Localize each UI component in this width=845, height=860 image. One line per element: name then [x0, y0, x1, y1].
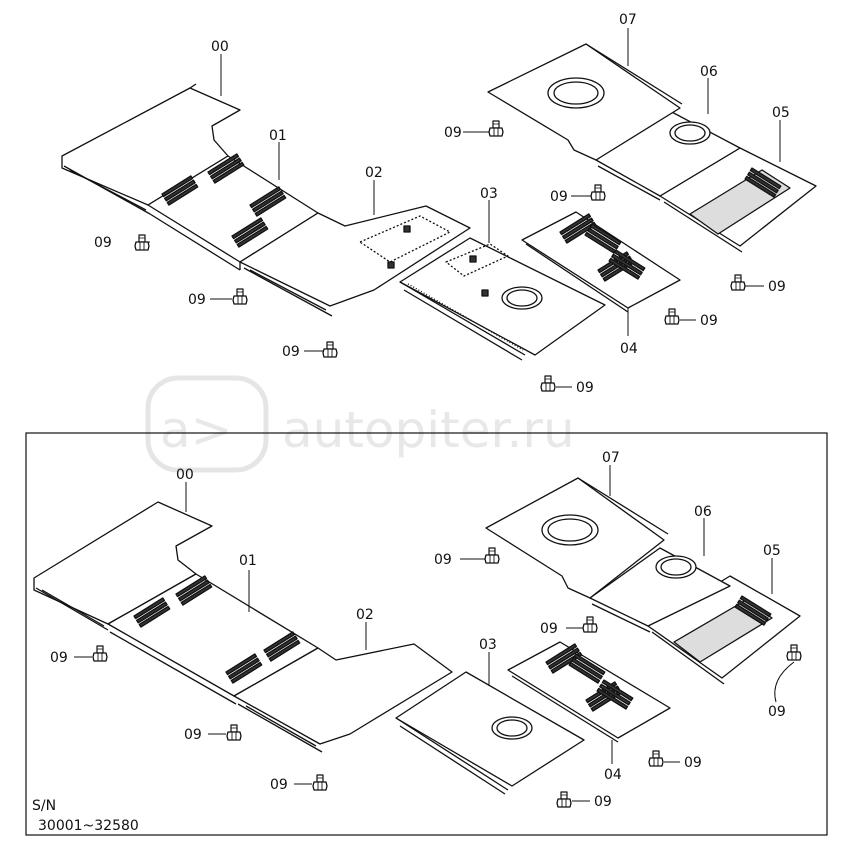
bolt-icon: [582, 616, 598, 633]
lower-label-07: 07: [602, 450, 620, 466]
watermark-logo-frame: [145, 375, 269, 473]
lower-label-01: 01: [239, 553, 257, 569]
upper-label-00: 00: [211, 39, 229, 55]
upper-labels: 00 01 02 03 04 05 06 07 09 09 09 09 09 0…: [94, 12, 790, 396]
lower-label-09-h: 09: [768, 704, 786, 720]
upper-label-09-c: 09: [94, 235, 112, 251]
lower-diagram-frame: [25, 432, 828, 836]
upper-plate-02: [239, 205, 471, 317]
lower-label-09-g: 09: [684, 755, 702, 771]
serial-number-label: S/N: [32, 798, 56, 814]
lower-labels: 00 01 02 03 04 05 06 07 09 09 09 09 09 0…: [32, 450, 786, 834]
lower-label-03: 03: [479, 637, 497, 653]
lower-label-09-e: 09: [270, 777, 288, 793]
bolt-icon: [232, 288, 248, 305]
bolt-icon: [556, 791, 572, 808]
upper-label-09-f: 09: [576, 380, 594, 396]
lower-leaders: [74, 465, 795, 802]
watermark-logo-glyph: a>: [160, 401, 233, 459]
bolt-icon: [590, 184, 606, 201]
upper-leaders: [140, 28, 781, 388]
upper-plate-07: [487, 43, 683, 161]
upper-diagram: [61, 28, 817, 392]
watermark-text: autopiter.ru: [282, 401, 575, 459]
upper-label-04: 04: [620, 341, 638, 357]
upper-label-07: 07: [619, 12, 637, 28]
lower-diagram: [33, 465, 802, 808]
lower-label-09-a: 09: [434, 552, 452, 568]
bolt-icon: [648, 750, 664, 767]
upper-plate-06: [595, 109, 741, 201]
lower-label-02: 02: [356, 607, 374, 623]
bolt-icon: [312, 774, 328, 791]
upper-label-09-e: 09: [282, 344, 300, 360]
lower-label-04: 04: [604, 767, 622, 783]
lower-label-09-c: 09: [50, 650, 68, 666]
lower-plate-03: [395, 671, 585, 795]
bolt-icon: [786, 644, 802, 661]
bolt-icon: [730, 274, 746, 291]
bolt-icon: [488, 120, 504, 137]
bolt-icon: [134, 234, 150, 251]
lower-label-00: 00: [176, 467, 194, 483]
upper-plate-04: [521, 211, 681, 313]
bolt-icon: [664, 308, 680, 325]
lower-plate-07: [485, 477, 669, 599]
bolt-icon: [92, 645, 108, 662]
lower-label-06: 06: [694, 504, 712, 520]
lower-label-09-d: 09: [184, 727, 202, 743]
lower-plate-02: [233, 643, 453, 753]
upper-label-03: 03: [480, 186, 498, 202]
lower-plate-00: [33, 501, 213, 631]
bolt-icon: [322, 341, 338, 358]
upper-label-05: 05: [772, 105, 790, 121]
watermark: a> autopiter.ru: [145, 375, 575, 473]
lower-label-05: 05: [763, 543, 781, 559]
lower-label-09-f: 09: [594, 794, 612, 810]
upper-label-09-h: 09: [768, 279, 786, 295]
upper-label-09-d: 09: [188, 292, 206, 308]
lower-label-09-b: 09: [540, 621, 558, 637]
upper-label-06: 06: [700, 64, 718, 80]
bolt-icon: [540, 375, 556, 392]
upper-label-09-a: 09: [444, 125, 462, 141]
serial-number-range: 30001~32580: [38, 818, 139, 834]
bolt-icon: [226, 724, 242, 741]
upper-label-02: 02: [365, 165, 383, 181]
upper-label-09-b: 09: [550, 189, 568, 205]
bolt-icon: [484, 547, 500, 564]
upper-plate-03: [399, 237, 606, 361]
lower-plate-06: [589, 547, 731, 633]
upper-label-01: 01: [269, 128, 287, 144]
upper-label-09-g: 09: [700, 313, 718, 329]
lower-plate-04: [507, 641, 671, 743]
